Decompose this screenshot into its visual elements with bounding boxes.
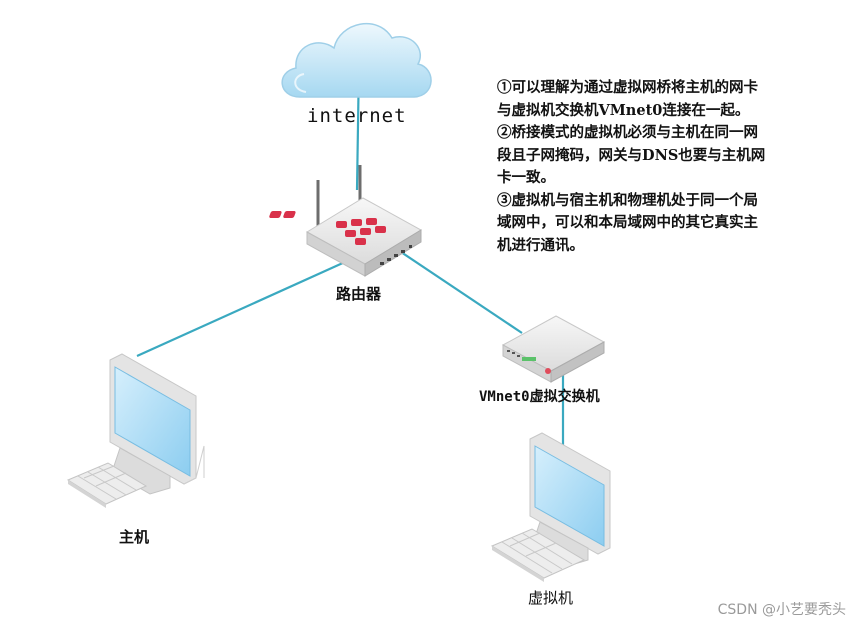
vm-monitor-icon xyxy=(529,432,611,567)
host-keyboard-icon xyxy=(66,462,148,508)
link-router-switch xyxy=(394,247,523,334)
note-line: ①可以理解为通过虚拟网桥将主机的网卡 xyxy=(497,79,758,96)
note-line: 域网中，可以和本局域网中的其它真实主 xyxy=(497,214,758,231)
link-router-host xyxy=(136,260,346,358)
internet-label: internet xyxy=(307,105,407,127)
vm-label: 虚拟机 xyxy=(528,589,574,607)
note-line: ②桥接模式的虚拟机必须与主机在同一网 xyxy=(497,124,758,141)
vmnet-switch-label: VMnet0虚拟交换机 xyxy=(479,389,600,405)
note-line: 卡一致。 xyxy=(497,169,555,186)
router-logo-icon xyxy=(269,211,386,245)
note-line: 与虚拟机交换机VMnet0连接在一起。 xyxy=(497,101,750,119)
note-line: 机进行通讯。 xyxy=(497,236,584,254)
bridge-mode-notes: ①可以理解为通过虚拟网桥将主机的网卡 与虚拟机交换机VMnet0连接在一起。 ②… xyxy=(497,77,842,257)
cloud-icon xyxy=(281,22,432,98)
switch-icon xyxy=(501,315,606,383)
vm-keyboard-icon xyxy=(490,528,586,582)
host-label: 主机 xyxy=(119,528,150,546)
note-line: ③虚拟机与宿主机和物理机处于同一个局 xyxy=(497,191,758,209)
watermark: CSDN @小艺要秃头 xyxy=(717,602,846,618)
note-line: 段且子网掩码，网关与DNS也要与主机网 xyxy=(497,146,766,164)
host-monitor-icon xyxy=(109,353,205,495)
router-label: 路由器 xyxy=(336,285,382,303)
router-icon xyxy=(269,165,422,277)
